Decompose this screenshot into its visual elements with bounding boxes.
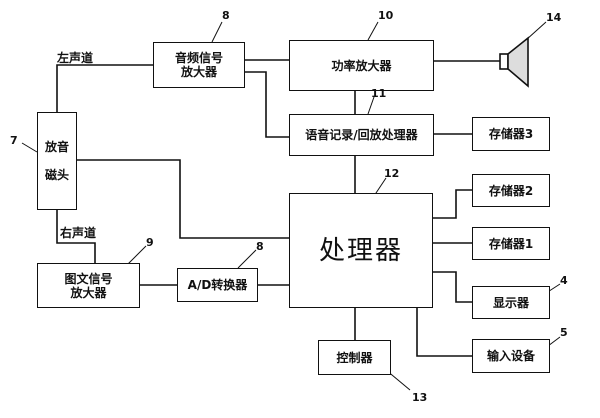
display-block: 显示器: [472, 286, 550, 319]
line-audio-to-voice: [245, 71, 289, 138]
memory1-label: 存储器1: [488, 236, 534, 251]
ref-number-9: 9: [146, 236, 154, 249]
processor-label: 处理器: [318, 235, 403, 266]
ref-number-10: 10: [378, 9, 394, 22]
ref-number-14: 14: [546, 11, 562, 24]
ref-number-7: 7: [10, 134, 18, 147]
memory3-label: 存储器3: [488, 127, 534, 141]
head-line1: 放音: [44, 140, 69, 154]
voice-proc-label: 语音记录/回放处理器: [305, 128, 418, 142]
ref-number-5: 5: [560, 326, 568, 339]
memory2-block: 存储器2: [472, 174, 550, 207]
ref-number-11: 11: [371, 87, 387, 100]
power-amplifier-block: 功率放大器: [289, 40, 434, 91]
speaker-icon: [499, 36, 529, 88]
line-right-channel: [56, 210, 96, 263]
leader-7: [21, 142, 38, 153]
head-line2: 磁头: [44, 168, 69, 182]
memory1-block: 存储器1: [472, 227, 550, 260]
memory2-label: 存储器2: [488, 183, 534, 198]
graphic-amp-line2: 放大器: [70, 285, 107, 300]
line-head-to-proc: [77, 159, 289, 239]
leader-9: [125, 245, 147, 267]
graphic-amp-line1: 图文信号: [64, 271, 113, 286]
power-amp-label: 功率放大器: [331, 58, 392, 73]
leader-8b: [237, 249, 257, 269]
controller-label: 控制器: [336, 350, 373, 365]
audio-amp-line1: 音频信号: [174, 51, 223, 65]
audio-signal-amplifier-block: 音频信号 放大器: [153, 42, 245, 88]
ad-converter-block: A/D转换器: [177, 268, 258, 302]
line-proc-to-mem2: [433, 189, 472, 219]
input-device-label: 输入设备: [486, 349, 535, 363]
line-proc-to-input: [416, 308, 472, 357]
ref-number-12: 12: [384, 167, 400, 180]
ref-number-8a: 8: [222, 9, 230, 22]
leader-8a: [211, 21, 223, 43]
right-channel-label: 右声道: [60, 226, 97, 240]
leader-14: [525, 21, 547, 41]
ref-number-8b: 8: [256, 240, 264, 253]
line-left-channel: [56, 64, 153, 112]
adc-label: A/D转换器: [187, 278, 248, 292]
processor-block: 处理器: [289, 193, 433, 308]
display-label: 显示器: [492, 295, 529, 310]
ref-number-13: 13: [412, 391, 428, 404]
audio-amp-line2: 放大器: [180, 65, 217, 79]
leader-10: [367, 21, 379, 41]
input-device-block: 输入设备: [472, 339, 550, 373]
memory3-block: 存储器3: [472, 117, 550, 151]
playback-head-block: 放音 磁头: [37, 112, 77, 210]
controller-block: 控制器: [318, 340, 391, 375]
graphic-signal-amplifier-block: 图文信号 放大器: [37, 263, 140, 308]
voice-processor-block: 语音记录/回放处理器: [289, 114, 434, 156]
ref-number-4: 4: [560, 274, 568, 287]
leader-11: [367, 96, 375, 115]
line-proc-to-display: [433, 271, 472, 303]
left-channel-label: 左声道: [57, 51, 94, 65]
